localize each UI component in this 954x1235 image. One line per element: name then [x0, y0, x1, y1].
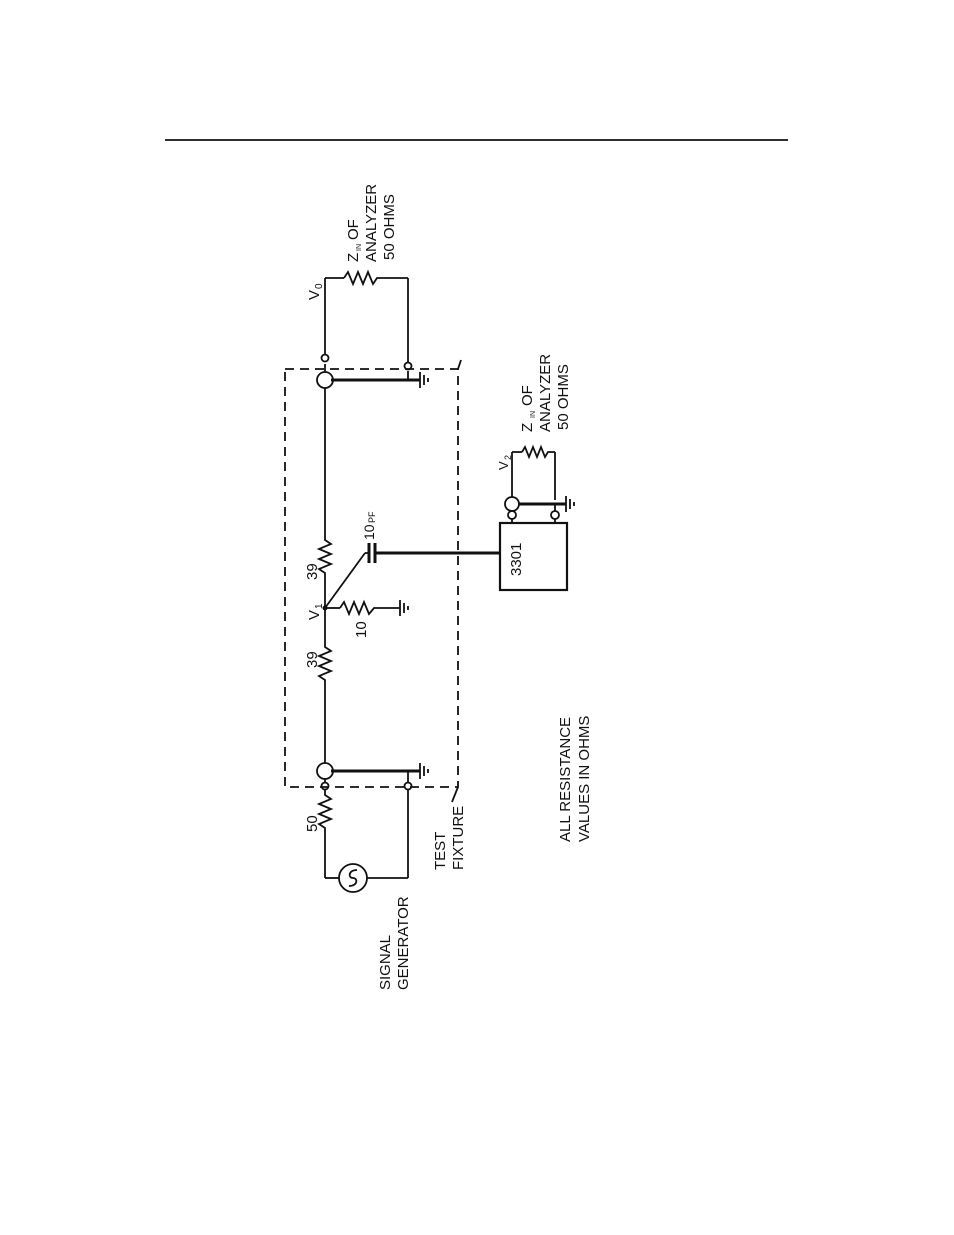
analyzer-top-line2: ANALYZER: [363, 184, 380, 262]
signal-generator-label-1: SIGNAL: [377, 935, 394, 990]
test-fixture-label-2: FIXTURE: [450, 806, 467, 870]
output-connector: [317, 372, 333, 388]
analyzer-bottom-of: OF: [519, 385, 536, 406]
device-output-connector: [505, 497, 519, 511]
analyzer-input-resistor-bottom: [522, 447, 555, 457]
capacitor-value: 10: [361, 524, 377, 540]
v1-subscript: 1: [314, 603, 325, 609]
shunt-resistor: [340, 602, 400, 614]
analyzer-bottom-line3: 50 OHMS: [555, 364, 572, 430]
analyzer-input-resistor-top: [344, 272, 408, 284]
signal-generator-label-2: GENERATOR: [395, 896, 412, 990]
analyzer-top-line3: 50 OHMS: [381, 194, 398, 260]
device-label: 3301: [508, 543, 525, 576]
analyzer-top-z-subscript: IN: [356, 244, 363, 251]
output-terminal: [322, 355, 329, 362]
series-resistor-2-value: 39: [304, 563, 321, 580]
input-ground-terminal: [405, 783, 412, 790]
v2-label: V: [496, 461, 511, 470]
analyzer-bottom-z-subscript: IN: [530, 411, 537, 418]
test-fixture-label-1: TEST: [432, 832, 449, 870]
note-label-1: ALL RESISTANCE: [557, 717, 574, 842]
note-label-2: VALUES IN OHMS: [576, 716, 593, 842]
analyzer-bottom-z: Z: [519, 423, 536, 432]
v2-subscript: 2: [503, 455, 513, 460]
analyzer-top-z: Z: [345, 253, 362, 262]
analyzer-top-of: OF: [345, 219, 362, 240]
v1-label: V: [306, 610, 323, 620]
capacitor-unit: PF: [367, 511, 377, 523]
input-connector: [317, 763, 333, 779]
series-resistor-1-value: 39: [304, 651, 321, 668]
source-resistor-value: 50: [304, 815, 321, 832]
v0-label: V: [306, 290, 323, 300]
analyzer-bottom-line2: ANALYZER: [537, 354, 554, 432]
shunt-resistor-value: 10: [353, 621, 370, 638]
v0-subscript: 0: [314, 283, 325, 289]
input-terminal: [322, 783, 329, 790]
